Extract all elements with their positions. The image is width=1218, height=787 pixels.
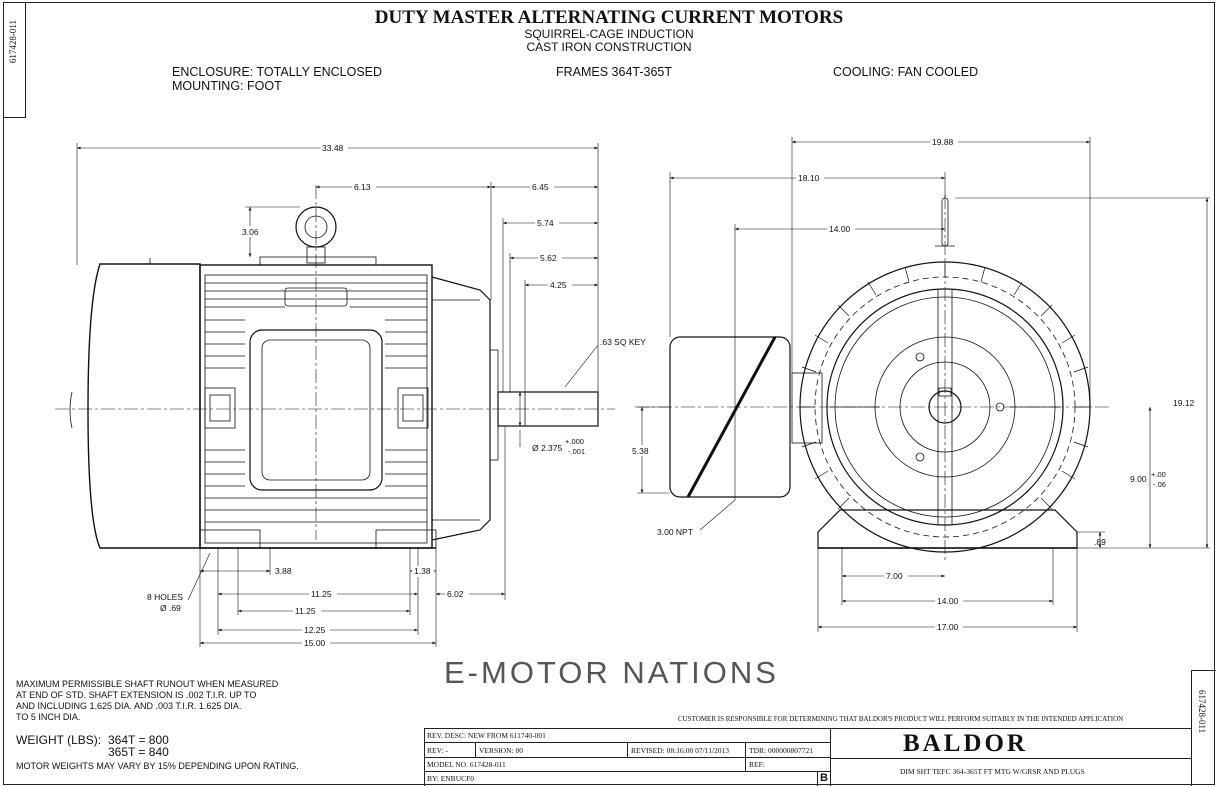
dim-645: 6.45 [532,182,549,192]
dim-1125-b: 11.25 [295,606,316,616]
mounting-label: MOUNTING: FOOT [172,79,282,93]
dim-574: 5.74 [537,218,554,228]
title-block-logo-line [830,758,1192,759]
runout-line-4: TO 5 INCH DIA. [16,712,81,722]
title-block: REV. DESC: NEW FROM 611740-001 REV: - VE… [424,728,1192,786]
weight-364t: 364T = 800 [108,733,169,747]
dim-138: 1.38 [414,566,431,576]
dim-overall-length: 33.48 [322,143,344,153]
enclosure-label: ENCLOSURE: TOTALLY ENCLOSED [172,65,383,79]
weight-label: WEIGHT (LBS): [16,733,102,747]
weight-365t: 365T = 840 [108,745,169,759]
dim-eye-height: 3.06 [242,227,259,237]
shaft-diameter: Ø 2.375 [532,443,563,453]
hole-diameter: Ø .69 [160,603,181,613]
subtitle-induction: SQUIRREL-CAGE INDUCTION [524,27,694,41]
motor-side-view [55,185,615,549]
dim-388: 3.88 [275,566,292,576]
title-block-size-cell [817,771,831,786]
dim-1400-top: 14.00 [829,224,851,234]
dim-1400-bottom: 14.00 [937,596,959,606]
subtitle-construction: CAST IRON CONSTRUCTION [526,40,692,54]
title-block-row-line-3 [425,771,830,772]
dim-900-plus: +.00 [1151,470,1166,479]
model-number: MODEL NO. 617428-011 [427,760,506,769]
revised-date: REVISED: 08:16:00 07/11/2013 [631,746,730,755]
tdr-number: TDR: 000000807721 [749,746,813,755]
cooling-label: COOLING: FAN COOLED [833,65,979,79]
baldor-logo: BALDOR [903,730,1028,757]
rev: REV: - [427,746,448,755]
title-block-row-line-2 [425,757,830,758]
dim-900-minus: -.06 [1153,480,1166,489]
dim-900: 9.00 [1130,474,1147,484]
dim-1988: 19.88 [932,137,954,147]
weight-variation-note: MOTOR WEIGHTS MAY VARY BY 15% DEPENDING … [16,761,299,771]
drawing-description: DIM SHT TEFC 364-365T FT MTG W/GRSR AND … [900,767,1085,776]
dim-089: .89 [1094,537,1106,547]
dim-602: 6.02 [447,589,464,599]
version: VERSION: 00 [479,746,523,755]
runout-line-1: MAXIMUM PERMISSIBLE SHAFT RUNOUT WHEN ME… [16,679,279,689]
dim-1810: 18.10 [798,173,820,183]
drawing-number-box-left [3,2,26,118]
drawn-by: BY: ENBUCF0 [427,774,475,783]
side-view-dimensions: 33.48 6.13 6.45 5.74 5.62 4.25 3.06 .63 … [147,142,646,649]
title-block-col-2 [627,742,628,757]
sheet-border [3,2,1215,785]
fin-pattern [800,262,1090,510]
disclaimer: CUSTOMER IS RESPONSIBLE FOR DETERMINING … [678,715,1124,723]
conduit-label: 3.00 NPT [657,527,693,537]
dim-1125-a: 11.25 [311,589,332,599]
drawing-number-right: 617428-011 [1197,690,1207,734]
shaft-tol-plus: +.000 [565,437,584,446]
dim-1500: 15.00 [304,638,326,648]
title-block-divider [830,729,831,786]
runout-line-2: AT END OF STD. SHAFT EXTENSION IS .002 T… [16,690,257,700]
dim-425: 4.25 [550,280,567,290]
runout-note: MAXIMUM PERMISSIBLE SHAFT RUNOUT WHEN ME… [16,679,278,723]
dim-562: 5.62 [540,253,557,263]
end-view-dimensions: 19.88 18.10 14.00 19.12 5.38 3.00 NPT 9.… [630,136,1195,632]
page-title: DUTY MASTER ALTERNATING CURRENT MOTORS [374,7,844,28]
ref: REF: [749,760,765,769]
runout-line-3: AND INCLUDING 1.625 DIA. AND .003 T.I.R.… [16,701,242,711]
dim-1700: 17.00 [937,622,959,632]
key-label: .63 SQ KEY [600,337,646,347]
dim-538: 5.38 [632,446,649,456]
sheet-size: B [820,772,828,784]
shaft-tol-minus: -.001 [568,447,585,456]
title-block-col-3 [745,742,746,771]
dim-1912: 19.12 [1173,398,1195,408]
rev-desc: REV. DESC: NEW FROM 611740-001 [427,731,546,740]
dim-1225: 12.25 [304,625,326,635]
dim-eyebolt-location: 6.13 [354,182,371,192]
dim-700: 7.00 [886,571,903,581]
frames-label: FRAMES 364T-365T [556,65,673,79]
watermark-logo: E-MOTOR NATIONS [444,655,779,690]
title-block-col-1 [475,742,476,757]
holes-label: 8 HOLES [147,592,183,602]
motor-end-view [635,195,1110,560]
